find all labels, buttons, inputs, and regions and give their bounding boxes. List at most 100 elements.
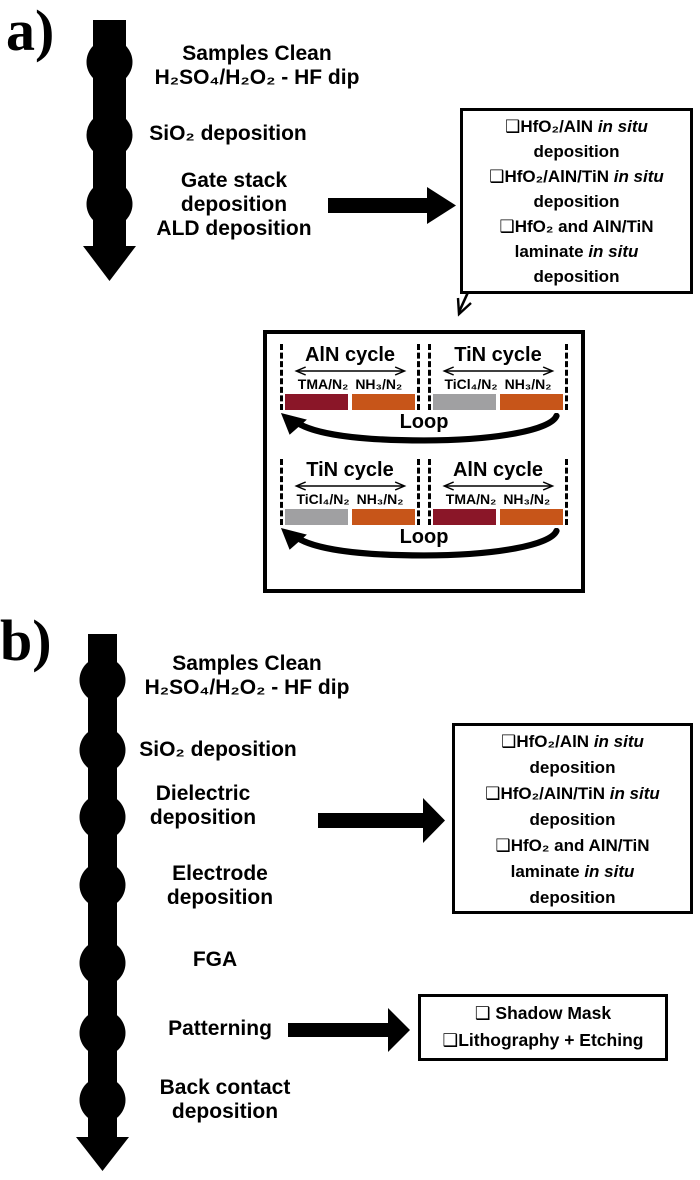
pulse-bar — [285, 394, 348, 410]
option-italic: in situ — [584, 862, 635, 881]
horizontal-arrow-b2 — [288, 1008, 410, 1052]
cycle-title: AlN cycle — [452, 459, 544, 481]
pulse-label: NH₃/N₂ — [356, 491, 404, 507]
double-arrow-icon — [293, 481, 406, 491]
step-b-fga: FGA — [193, 948, 237, 972]
patterning-option: ❑Lithography + Etching — [442, 1030, 644, 1050]
step-line: Samples Clean — [182, 42, 332, 65]
step-line: SiO₂ deposition — [149, 122, 307, 145]
step-line: Gate stack — [180, 169, 288, 192]
step-line: Samples Clean — [172, 652, 322, 675]
supercycle-row-1: AlN cycle TMA/N₂ NH₃/N₂ TiN cycle — [280, 344, 568, 449]
option-text: deposition — [529, 888, 616, 907]
ald-option: ❑HfO₂/AlN in situ deposition — [463, 114, 690, 164]
option-italic: in situ — [588, 242, 639, 261]
panel-b-label: b) — [0, 608, 52, 673]
loop-label: Loop — [399, 411, 449, 433]
option-text: deposition — [533, 267, 620, 286]
pulse-bar — [500, 509, 563, 525]
step-line: Patterning — [168, 1017, 272, 1040]
loop-arrow-icon — [280, 528, 560, 559]
ald-options-box-a: ❑HfO₂/AlN in situ deposition ❑HfO₂/AlN/T… — [460, 108, 693, 294]
option-text: ❑HfO₂/AlN/TiN — [489, 167, 609, 186]
step-line: deposition — [180, 193, 288, 216]
step-b-patterning: Patterning — [168, 1017, 272, 1041]
pulse-bar — [352, 509, 415, 525]
horizontal-arrow-b1 — [318, 798, 445, 843]
option-text: ❑HfO₂ and AlN/TiN — [499, 217, 654, 236]
cycle-group-tin: TiN cycle TiCl₄/N₂ NH₃/N₂ — [428, 344, 568, 410]
option-italic: in situ — [593, 732, 644, 751]
step-line: H₂SO₄/H₂O₂ - HF dip — [144, 676, 350, 699]
option-text: ❑HfO₂/AlN/TiN — [485, 784, 605, 803]
step-a-sio2: SiO₂ deposition — [149, 122, 307, 146]
option-text: deposition — [529, 810, 616, 829]
step-line: deposition — [171, 1100, 279, 1123]
ald-option: ❑HfO₂/AlN/TiN in situ deposition — [455, 781, 690, 833]
cycle-group-aln: AlN cycle TMA/N₂ NH₃/N₂ — [428, 459, 568, 525]
flow-arrow-b — [76, 634, 129, 1171]
double-arrow-icon — [293, 366, 406, 376]
step-line: FGA — [192, 948, 238, 971]
pulse-label: TMA/N₂ — [297, 376, 349, 392]
step-a-samples-clean: Samples Clean H₂SO₄/H₂O₂ - HF dip — [155, 42, 360, 90]
step-b-samples-clean: Samples Clean H₂SO₄/H₂O₂ - HF dip — [145, 652, 350, 700]
option-text: laminate — [514, 242, 584, 261]
step-b-electrode: Electrode deposition — [167, 862, 273, 910]
ald-option: ❑HfO₂/AlN in situ deposition — [455, 729, 690, 781]
pulse-bar — [500, 394, 563, 410]
pulse-bar — [433, 509, 496, 525]
ald-option: ❑HfO₂ and AlN/TiN laminate in situ depos… — [463, 214, 690, 289]
ald-options-box-b: ❑HfO₂/AlN in situ deposition ❑HfO₂/AlN/T… — [452, 723, 693, 914]
patterning-option: ❑ Shadow Mask — [474, 1003, 612, 1023]
option-italic: in situ — [609, 784, 660, 803]
step-b-back-contact: Back contact deposition — [160, 1076, 291, 1124]
double-arrow-icon — [441, 481, 554, 491]
ald-option: ❑HfO₂ and AlN/TiN laminate in situ depos… — [455, 833, 690, 911]
pulse-label: TiCl₄/N₂ — [444, 376, 498, 392]
panel-a-label: a) — [6, 0, 55, 63]
step-line: Dielectric — [155, 782, 251, 805]
option-text: ❑HfO₂/AlN — [505, 117, 594, 136]
cycle-group-aln: AlN cycle TMA/N₂ NH₃/N₂ — [280, 344, 420, 410]
option-text: ❑HfO₂/AlN — [501, 732, 590, 751]
option-italic: in situ — [597, 117, 648, 136]
cycle-title: TiN cycle — [306, 459, 394, 481]
pulse-bar — [352, 394, 415, 410]
pulse-label: TiCl₄/N₂ — [296, 491, 350, 507]
option-italic: in situ — [613, 167, 664, 186]
flow-arrow-a — [83, 20, 136, 281]
pulse-label: NH₃/N₂ — [355, 376, 403, 392]
step-b-dielectric: Dielectric deposition — [150, 782, 256, 830]
step-line: SiO₂ deposition — [139, 738, 297, 761]
step-a-gate-stack: Gate stack deposition ALD deposition — [156, 169, 311, 241]
step-line: H₂SO₄/H₂O₂ - HF dip — [154, 66, 360, 89]
option-text: deposition — [533, 192, 620, 211]
step-line: ALD deposition — [156, 217, 312, 240]
double-arrow-icon — [441, 366, 554, 376]
pulse-bar — [433, 394, 496, 410]
pulse-label: NH₃/N₂ — [504, 376, 552, 392]
pulse-label: TMA/N₂ — [445, 491, 497, 507]
patterning-options-box: ❑ Shadow Mask ❑Lithography + Etching — [418, 994, 668, 1061]
pulse-bar — [285, 509, 348, 525]
loop-arrow-icon — [280, 413, 560, 444]
step-b-sio2: SiO₂ deposition — [139, 738, 297, 762]
option-text: ❑HfO₂ and AlN/TiN — [495, 836, 650, 855]
option-text: deposition — [529, 758, 616, 777]
cycle-group-tin: TiN cycle TiCl₄/N₂ NH₃/N₂ — [280, 459, 420, 525]
cycle-title: AlN cycle — [304, 344, 396, 366]
step-line: Back contact — [159, 1076, 291, 1099]
option-text: laminate — [510, 862, 580, 881]
horizontal-arrow-a — [328, 187, 456, 224]
option-text: deposition — [533, 142, 620, 161]
supercycle-row-2: TiN cycle TiCl₄/N₂ NH₃/N₂ AlN cycle — [280, 459, 568, 564]
pulse-label: NH₃/N₂ — [503, 491, 551, 507]
loop-label: Loop — [399, 526, 449, 548]
ald-option: ❑HfO₂/AlN/TiN in situ deposition — [463, 164, 690, 214]
step-line: deposition — [166, 886, 274, 909]
supercycle-box: AlN cycle TMA/N₂ NH₃/N₂ TiN cycle — [263, 330, 585, 593]
step-line: deposition — [149, 806, 257, 829]
